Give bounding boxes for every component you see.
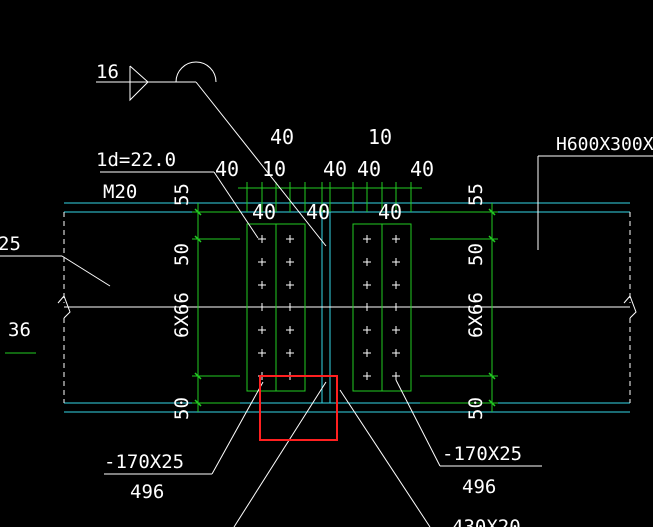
bolt-27	[392, 349, 400, 357]
dim-arrow-marks	[194, 208, 496, 407]
bottom-leader-2	[339, 389, 431, 527]
bolt-13	[286, 349, 294, 357]
callout-16-leader	[195, 81, 327, 247]
bolt-28	[392, 372, 400, 380]
plate-left-label-1: -170X25	[104, 451, 184, 473]
dim-top-40-d: 40	[357, 157, 381, 181]
selection-box[interactable]	[259, 375, 338, 441]
bolt-spec-leader	[213, 171, 259, 239]
bolt-group	[258, 235, 400, 380]
bolt-3	[258, 281, 266, 289]
bolt-26	[392, 326, 400, 334]
bolt-25	[392, 303, 400, 311]
dim-left-50-bot: 50	[171, 397, 193, 420]
plate-left-leader	[211, 381, 264, 475]
bolt-spec-line-2: M20	[103, 181, 137, 203]
bolt-4	[258, 303, 266, 311]
right-break-zigzag	[623, 295, 637, 319]
bolt-5	[258, 326, 266, 334]
bolt-21	[363, 372, 371, 380]
dim-left-6x66: 6X66	[171, 292, 193, 338]
left-break-zigzag	[57, 295, 71, 319]
bolt-12	[286, 326, 294, 334]
plate-right-leader	[395, 379, 441, 467]
callout-16-flag	[129, 65, 149, 102]
dim-left-50-top: 50	[171, 243, 193, 266]
dim-top-10-b: 10	[262, 157, 286, 181]
bolt-23	[392, 258, 400, 266]
bolt-spec-line-1: 1d=22.0	[96, 149, 176, 171]
weld-symbol-arc	[175, 61, 217, 83]
dim-inner-40-b: 40	[306, 200, 330, 224]
bottom-partial-label: 430X20	[452, 516, 521, 527]
bolt-17	[363, 281, 371, 289]
bolt-11	[286, 303, 294, 311]
bolt-20	[363, 349, 371, 357]
dim-right-50-bot: 50	[465, 397, 487, 420]
dim-right-55: 55	[465, 183, 487, 206]
left-edge-label-2: 36	[8, 319, 31, 341]
bolt-10	[286, 281, 294, 289]
bolt-1	[258, 235, 266, 243]
bolt-18	[363, 303, 371, 311]
dim-top-40-c: 40	[323, 157, 347, 181]
bolt-9	[286, 258, 294, 266]
dim-top-40-e: 40	[410, 157, 434, 181]
dim-inner-40-a: 40	[252, 200, 276, 224]
bolt-8	[286, 235, 294, 243]
beam-section-label: H600X300X	[556, 134, 653, 155]
plate-right-label-1: -170X25	[442, 443, 522, 465]
dim-right-6x66: 6X66	[465, 292, 487, 338]
dimension-lines	[192, 182, 498, 412]
dim-top-40-a: 40	[270, 125, 294, 149]
bolt-22	[392, 235, 400, 243]
dim-right-50-top: 50	[465, 243, 487, 266]
dim-inner-40-c: 40	[378, 200, 402, 224]
bolt-19	[363, 326, 371, 334]
plate-left-label-2: 496	[130, 481, 164, 503]
bottom-leader-1	[233, 381, 327, 527]
bolt-2	[258, 258, 266, 266]
dim-top-40-b: 40	[215, 157, 239, 181]
left-edge-label-1: 25	[0, 233, 21, 255]
splice-plates	[246, 223, 412, 392]
left-edge-label-leader	[61, 255, 111, 287]
bolt-16	[363, 258, 371, 266]
dim-left-55: 55	[171, 183, 193, 206]
leader-lines	[0, 61, 653, 527]
bolt-15	[363, 235, 371, 243]
bolt-24	[392, 281, 400, 289]
bolt-6	[258, 349, 266, 357]
callout-number-label: 16	[96, 61, 119, 83]
annotation-text: 16 1d=22.0 M20 H600X300X 25 36 -170X25 4…	[0, 61, 653, 527]
dim-top-10-a: 10	[368, 125, 392, 149]
plate-right-label-2: 496	[462, 476, 496, 498]
